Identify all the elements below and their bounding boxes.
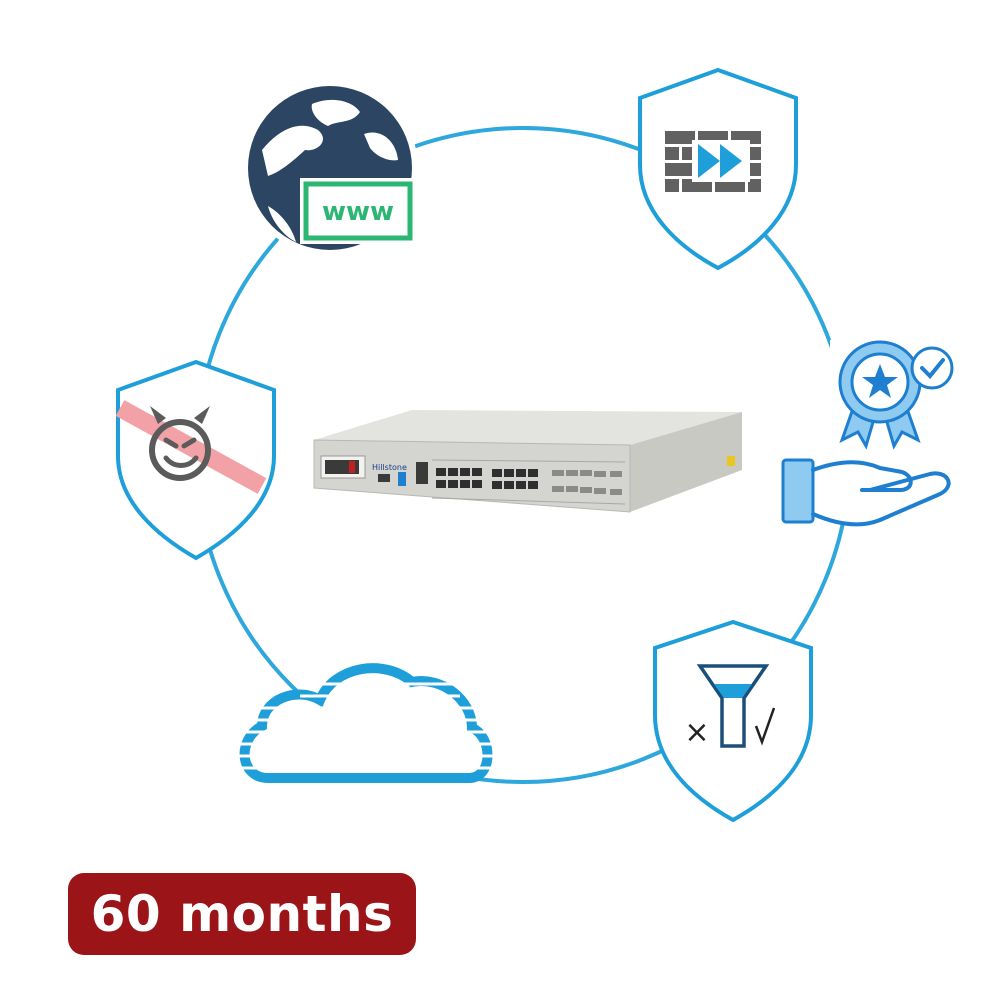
- www-label: www: [322, 197, 394, 227]
- shield-firewall-icon: [638, 67, 798, 271]
- award-hand-icon: [781, 340, 954, 527]
- svg-text:×: ×: [684, 715, 709, 750]
- brand-label: Hillstone: [372, 463, 407, 472]
- duration-label: 60 months: [90, 885, 394, 943]
- cloud-icon: [230, 663, 500, 783]
- subscription-duration-badge: 60 months: [68, 873, 416, 955]
- shield-filter-icon: ×: [653, 619, 813, 823]
- globe-www-icon: www: [242, 80, 418, 256]
- firewall-appliance: Hillstone: [313, 410, 742, 513]
- shield-threat-icon: [115, 359, 276, 561]
